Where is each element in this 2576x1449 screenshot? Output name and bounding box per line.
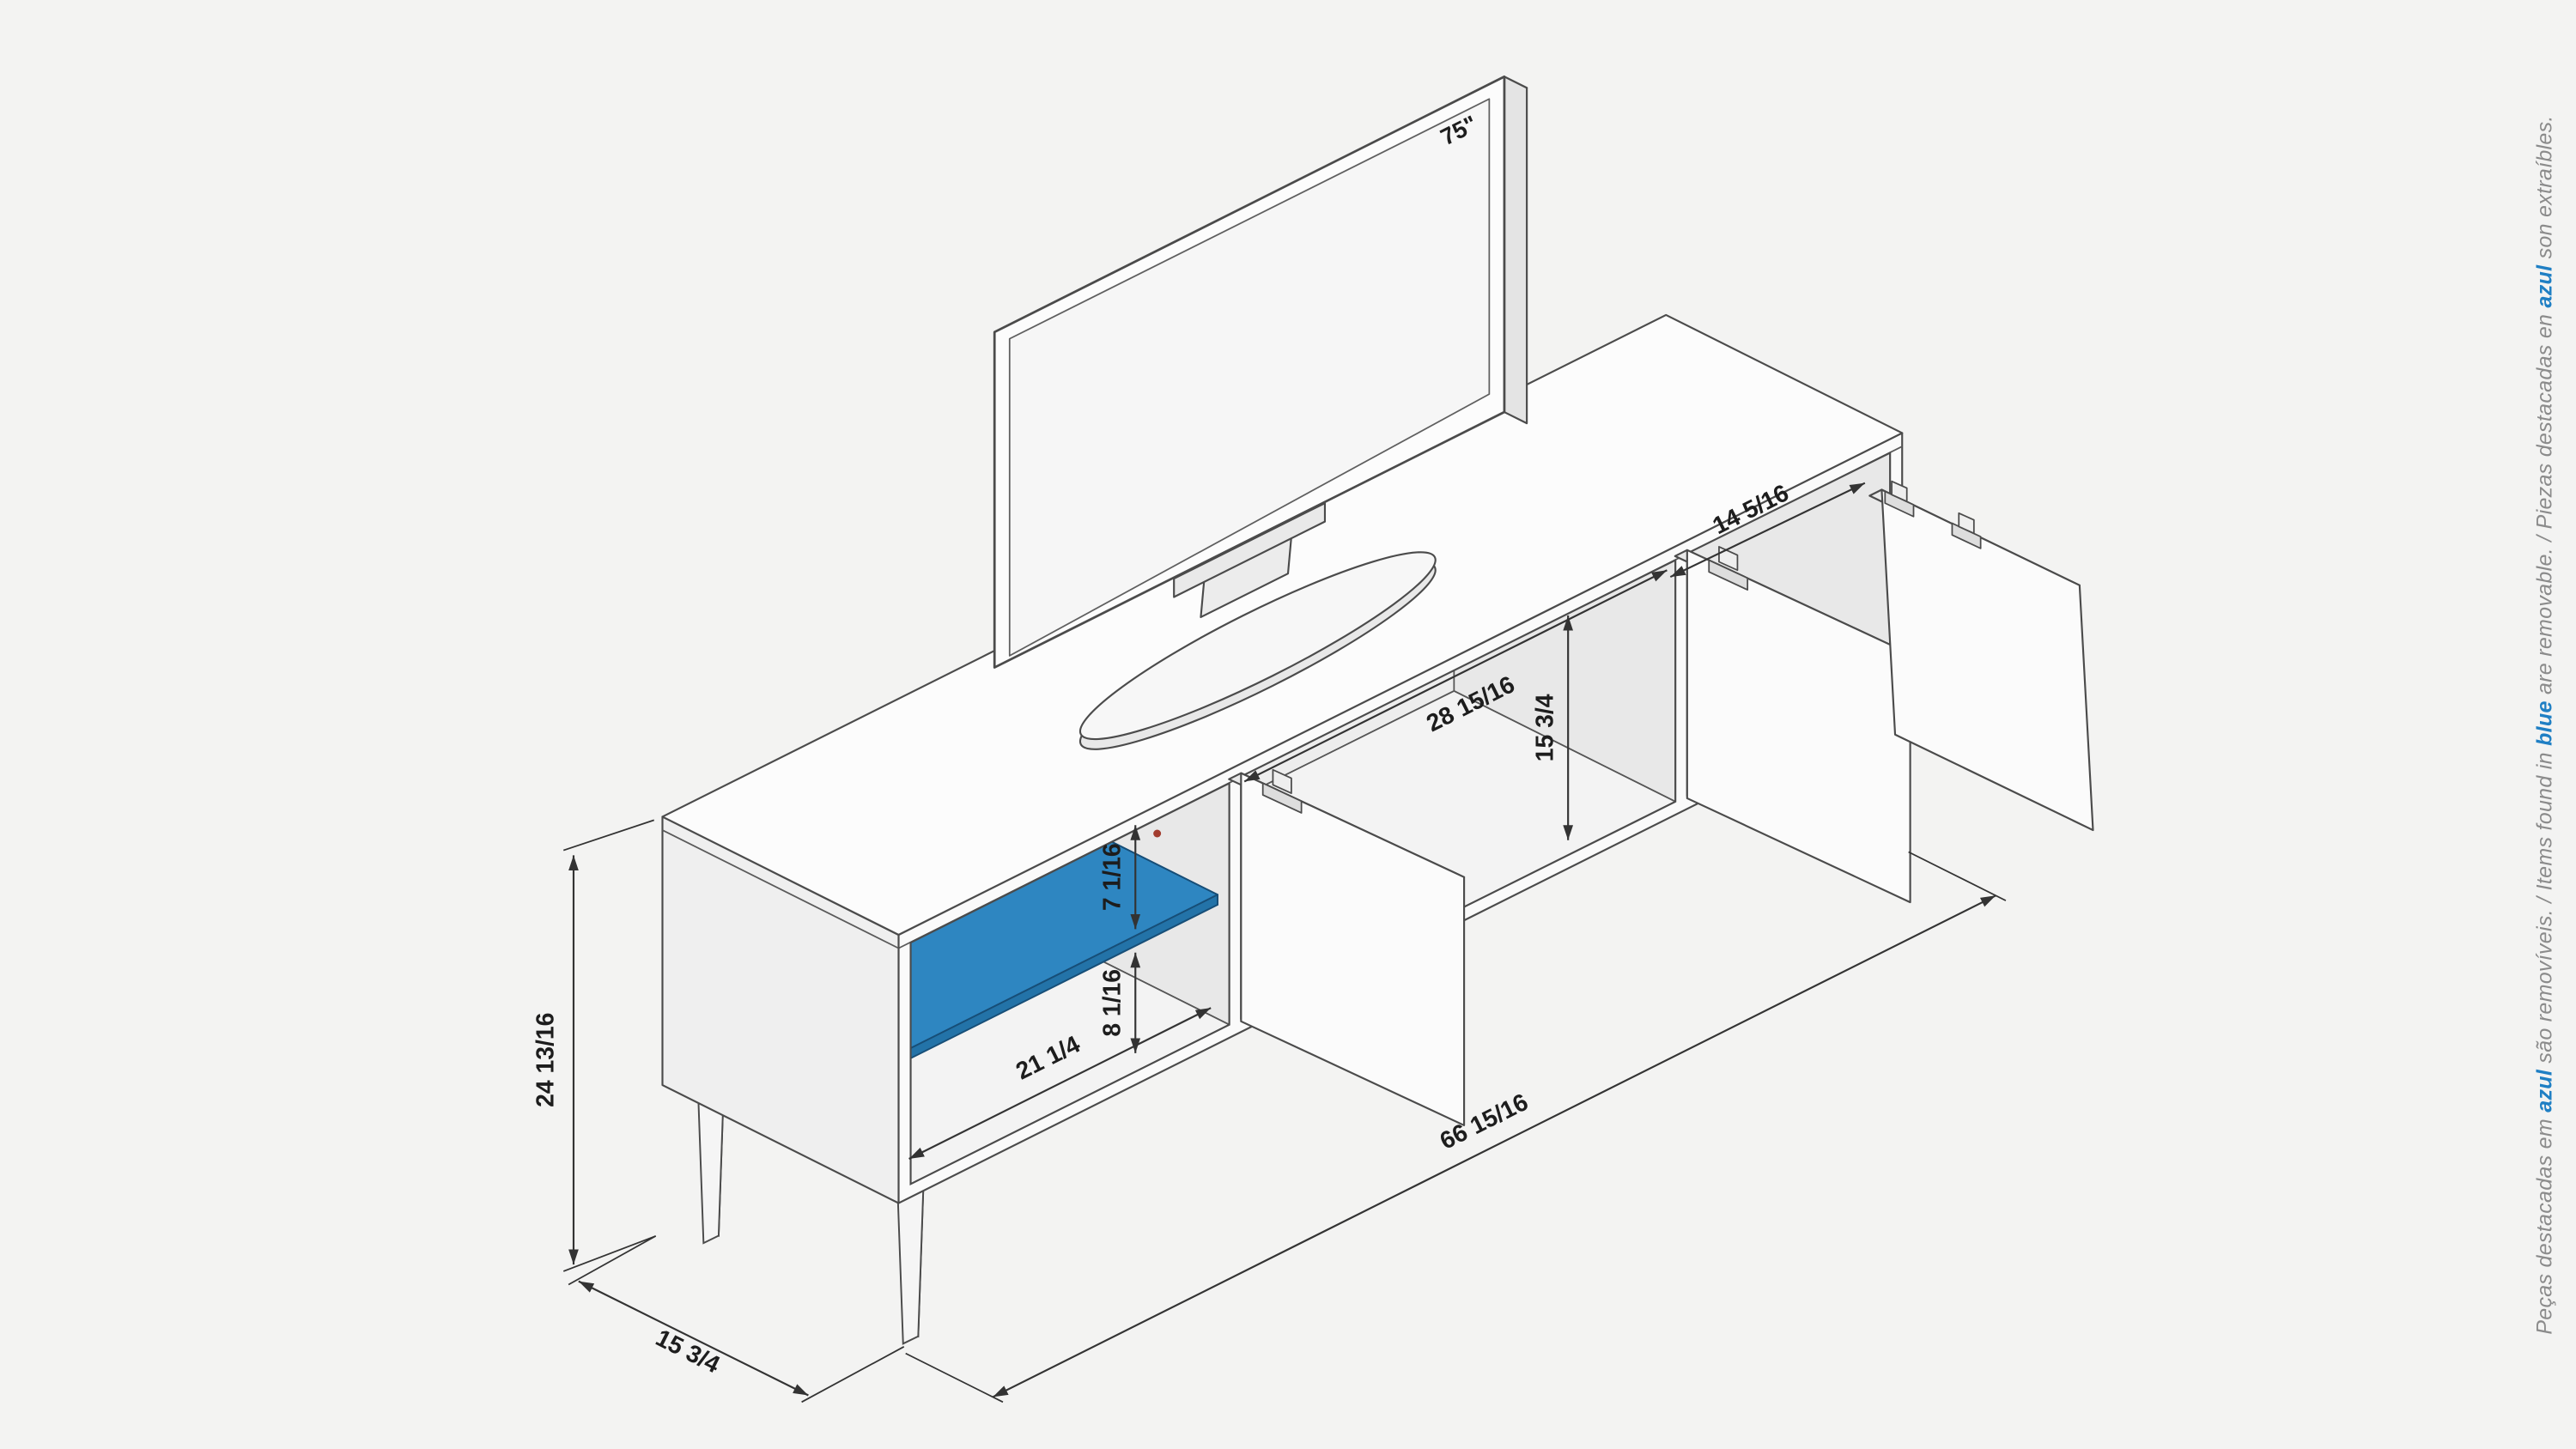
dimension-left-compartment-width <box>908 1007 1212 1160</box>
side-note-en-suffix: are removable. / <box>2532 528 2557 700</box>
shelf-pin-dot <box>1153 829 1162 838</box>
detached-door-hinge-nub-1 <box>1891 480 1908 503</box>
detached-door-hinge-bracket-2 <box>1951 522 1982 549</box>
tv-screen <box>1008 98 1491 657</box>
extension-line <box>1908 851 2007 901</box>
dim-label-shelf-space-above: 7 1/16 <box>1099 843 1127 911</box>
dimension-line <box>908 1007 1212 1160</box>
tv-side-edge <box>1503 76 1528 425</box>
extension-line <box>562 819 654 852</box>
side-note-pt-suffix: são removíveis. / <box>2532 889 2557 1070</box>
side-note-en-highlight: blue <box>2532 700 2557 746</box>
dimension-middle-interior-width <box>1243 569 1668 783</box>
dim-label-interior-height: 15 3/4 <box>1532 694 1559 761</box>
cabinet-top-seam-left <box>662 829 899 949</box>
extension-line <box>562 1235 656 1272</box>
dim-label-shelf-space-below: 8 1/16 <box>1099 969 1127 1037</box>
detached-door-face <box>1880 488 2094 832</box>
side-note-es-suffix: son extraíbles. <box>2532 114 2557 265</box>
extension-line <box>905 1352 1004 1404</box>
dimension-overall-height <box>562 819 656 1272</box>
dimension-depth <box>568 1235 905 1404</box>
detached-door <box>1868 480 2094 832</box>
detached-door-hinge-nub-2 <box>1958 512 1975 535</box>
dimension-line <box>992 894 1996 1398</box>
side-note-es-highlight: azul <box>2532 264 2557 307</box>
side-note-en-prefix: Items found in <box>2532 745 2557 890</box>
side-note-column: Peças destacadas em azul são removíveis.… <box>2514 0 2576 1449</box>
side-note-pt-highlight: azul <box>2532 1069 2557 1113</box>
dimension-line <box>1669 482 1866 579</box>
tv: 75" <box>993 75 1528 750</box>
dim-label-overall-height: 24 13/16 <box>532 1013 560 1107</box>
side-note: Peças destacadas em azul são removíveis.… <box>2533 115 2558 1334</box>
extension-line <box>801 1346 905 1404</box>
dim-label-depth: 15 3/4 <box>652 1325 725 1379</box>
side-note-pt-prefix: Peças destacadas em <box>2532 1112 2557 1335</box>
side-note-es-prefix: Piezas destacadas en <box>2532 307 2557 529</box>
extension-line <box>568 1235 657 1286</box>
dimension-line <box>1243 569 1668 783</box>
dimension-door-width <box>1669 482 1866 579</box>
dimension-line <box>578 1280 809 1397</box>
dimension-overall-width <box>905 851 2007 1404</box>
detached-door-hinge-bracket-1 <box>1884 490 1915 518</box>
middle-door-hinge-bracket <box>1261 782 1303 814</box>
dimensions <box>562 482 2007 1404</box>
